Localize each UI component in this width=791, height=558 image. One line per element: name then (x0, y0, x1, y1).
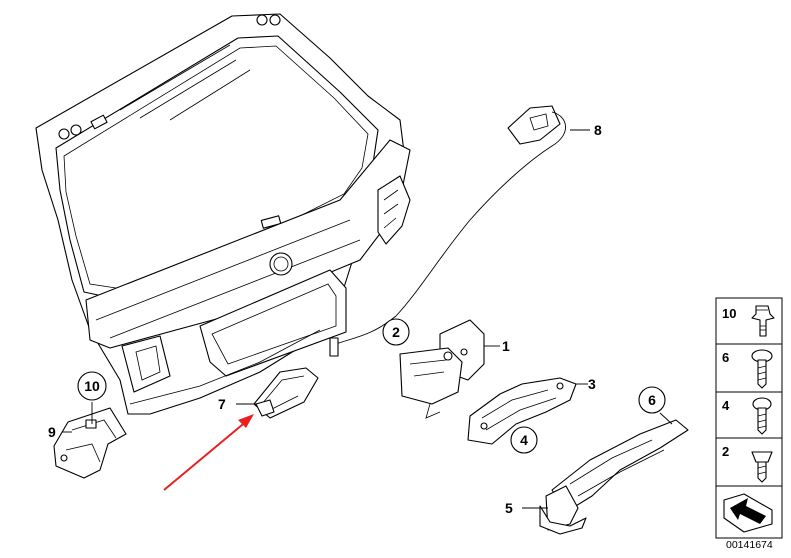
fastener-item-10: 10 (722, 305, 775, 337)
callout-label: 8 (594, 122, 602, 138)
svg-text:4: 4 (722, 398, 730, 413)
callout-7: 7 (218, 396, 226, 412)
callout-8: 8 (594, 122, 602, 138)
callout-4: 4 (510, 426, 538, 454)
callout-9: 9 (48, 424, 56, 440)
lock-bracket-part (467, 377, 588, 445)
fastener-panel: 10 6 4 2 (715, 297, 783, 539)
tailgate-drawing (35, 13, 411, 415)
release-switch-part (236, 367, 319, 419)
callout-label: 3 (588, 376, 596, 392)
svg-text:10: 10 (722, 306, 736, 321)
fastener-item-2: 2 (722, 444, 773, 483)
callout-label: 1 (502, 338, 510, 354)
callout-10: 10 (77, 371, 107, 401)
tailgate-bracket-part (53, 402, 127, 479)
highlight-arrow (163, 414, 254, 491)
callout-label: 6 (648, 392, 656, 408)
callout-2: 2 (382, 318, 410, 346)
callout-label: 9 (48, 424, 56, 440)
tailgate-lock-part (399, 319, 500, 419)
document-number: 00141674 (726, 539, 773, 551)
callout-6: 6 (638, 386, 673, 425)
fastener-item-4: 4 (722, 397, 772, 435)
callout-label: 4 (520, 432, 528, 448)
bowden-cable-part (329, 105, 590, 357)
callout-label: 2 (392, 324, 400, 340)
callout-label: 5 (505, 500, 513, 516)
callout-label: 7 (218, 396, 226, 412)
lock-rod-part (522, 419, 689, 535)
panel-direction-icon (723, 493, 773, 533)
svg-text:6: 6 (722, 350, 729, 365)
fastener-item-6: 6 (722, 349, 773, 389)
svg-text:2: 2 (722, 444, 729, 459)
callout-label: 10 (84, 378, 100, 394)
callout-1: 1 (502, 338, 510, 354)
callout-3: 3 (588, 376, 596, 392)
callout-5: 5 (505, 500, 513, 516)
